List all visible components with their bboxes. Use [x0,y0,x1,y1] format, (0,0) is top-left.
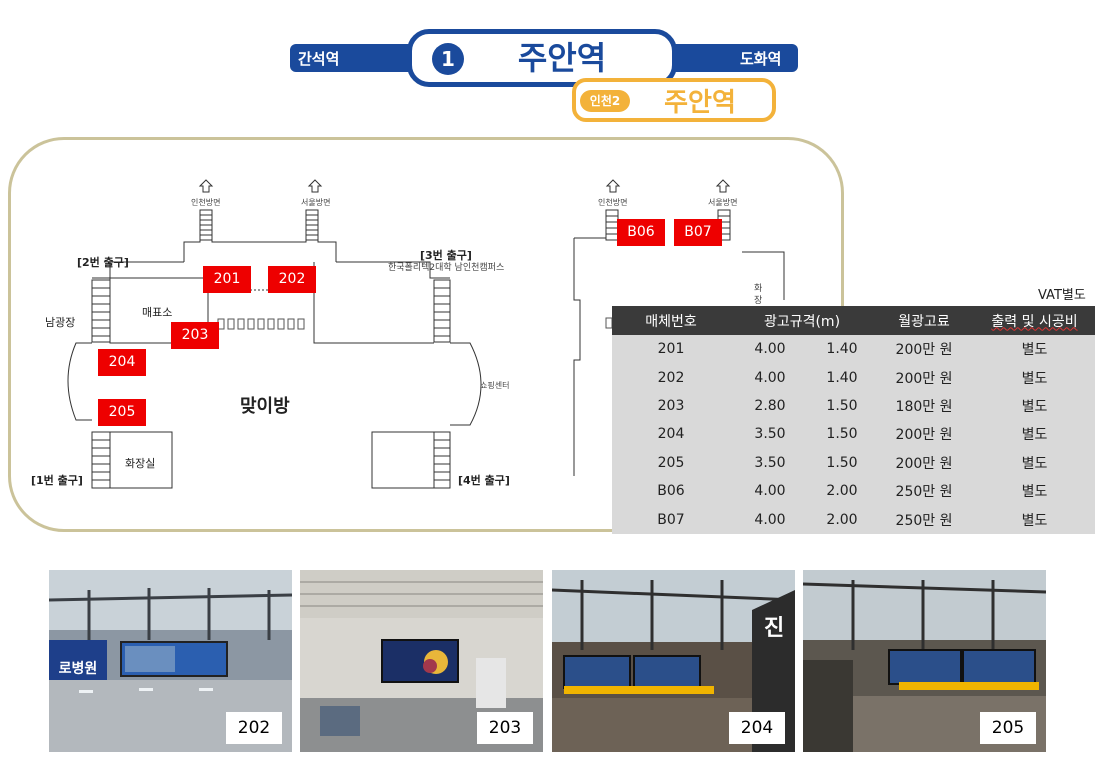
cell-id: 202 [612,363,730,392]
cell-fee: 250만 원 [874,476,974,506]
cell-width: 2.80 [730,391,810,421]
cell-width: 4.00 [730,335,810,364]
ad-marker-205[interactable]: 205 [98,399,146,426]
cell-extra: 별도 [974,335,1095,364]
cell-fee: 200만 원 [874,448,974,477]
ticket-office-label: 매표소 [142,306,173,319]
meeting-room-label: 맞이방 [240,396,290,417]
header-production-cost-text: 출력 및 시공비 [991,313,1078,330]
cell-width: 3.50 [730,448,810,477]
restroom-label: 화장실 [125,457,156,470]
header-ad-size: 광고규격(m) [730,306,874,335]
cell-fee: 200만 원 [874,335,974,364]
cell-id: 203 [612,391,730,421]
cell-height: 1.50 [810,391,874,421]
cell-id: 201 [612,335,730,364]
cell-width: 4.00 [730,505,810,534]
header-monthly-fee: 월광고료 [874,306,974,335]
cell-extra: 별도 [974,476,1095,506]
exit4-label: [4번 출구] [458,474,510,487]
cell-height: 1.40 [810,335,874,364]
direction-seoul-label-right: 서울방면 [708,198,738,207]
header-production-cost: 출력 및 시공비 [974,306,1095,335]
next-station: 도화역 [740,50,782,68]
photo-204-sign-text: 진 [764,616,785,641]
cell-height: 1.40 [810,363,874,392]
line-number-badge: 1 [432,43,464,75]
cell-id: B06 [612,476,730,506]
cell-fee: 200만 원 [874,420,974,449]
exit1-label: [1번 출구] [31,474,83,487]
direction-seoul-label: 서울방면 [301,198,331,207]
cell-id: B07 [612,505,730,534]
photo-tag-202: 202 [226,712,282,744]
photo-203: 203 [300,570,543,752]
cell-extra: 별도 [974,391,1095,421]
shopping-center-label: 쇼핑센터 [480,381,510,390]
cell-width: 3.50 [730,420,810,449]
incheon2-badge: 인천2 [580,90,630,112]
header-media-id: 매체번호 [612,306,730,335]
photo-205: 205 [803,570,1046,752]
cell-id: 204 [612,420,730,449]
prev-station: 간석역 [298,50,340,68]
ad-marker-204[interactable]: 204 [98,349,146,376]
exit3-label: [3번 출구] [420,249,472,262]
cell-extra: 별도 [974,420,1095,449]
vat-note: VAT별도 [1038,288,1086,303]
cell-extra: 별도 [974,505,1095,534]
cell-extra: 별도 [974,363,1095,392]
station-name: 주안역 [517,39,607,77]
cell-id: 205 [612,448,730,477]
cell-height: 1.50 [810,420,874,449]
plaza-label: 남광장 [45,316,76,329]
photo-tag-204: 204 [729,712,785,744]
photo-tag-205: 205 [980,712,1036,744]
cell-extra: 별도 [974,448,1095,477]
direction-incheon-label-right: 인천방면 [598,198,628,207]
cell-fee: 180만 원 [874,391,974,421]
ad-marker-b07[interactable]: B07 [674,219,722,246]
incheon2-station-name: 주안역 [664,88,736,118]
restroom-right-label: 화장 [754,284,763,306]
exit2-label: [2번 출구] [77,256,129,269]
ad-marker-201[interactable]: 201 [203,266,251,293]
cell-width: 4.00 [730,363,810,392]
cell-fee: 250만 원 [874,505,974,534]
direction-incheon-label: 인천방면 [191,198,221,207]
ad-marker-b06[interactable]: B06 [617,219,665,246]
photo-202-ad-text: 로병원 [58,661,98,677]
ad-marker-202[interactable]: 202 [268,266,316,293]
ad-marker-203[interactable]: 203 [171,322,219,349]
photo-205-image [803,570,1046,752]
cell-width: 4.00 [730,476,810,506]
photo-202: 로병원 202 [49,570,292,752]
photo-204-image [552,570,795,752]
cell-height: 2.00 [810,476,874,506]
photo-tag-203: 203 [477,712,533,744]
exit3-desc: 한국폴리텍2대학 남인천캠퍼스 [388,263,505,273]
cell-height: 1.50 [810,448,874,477]
pricing-header-row: 매체번호 광고규격(m) 월광고료 출력 및 시공비 [612,306,1095,335]
photo-204: 진 204 [552,570,795,752]
cell-height: 2.00 [810,505,874,534]
cell-fee: 200만 원 [874,363,974,392]
